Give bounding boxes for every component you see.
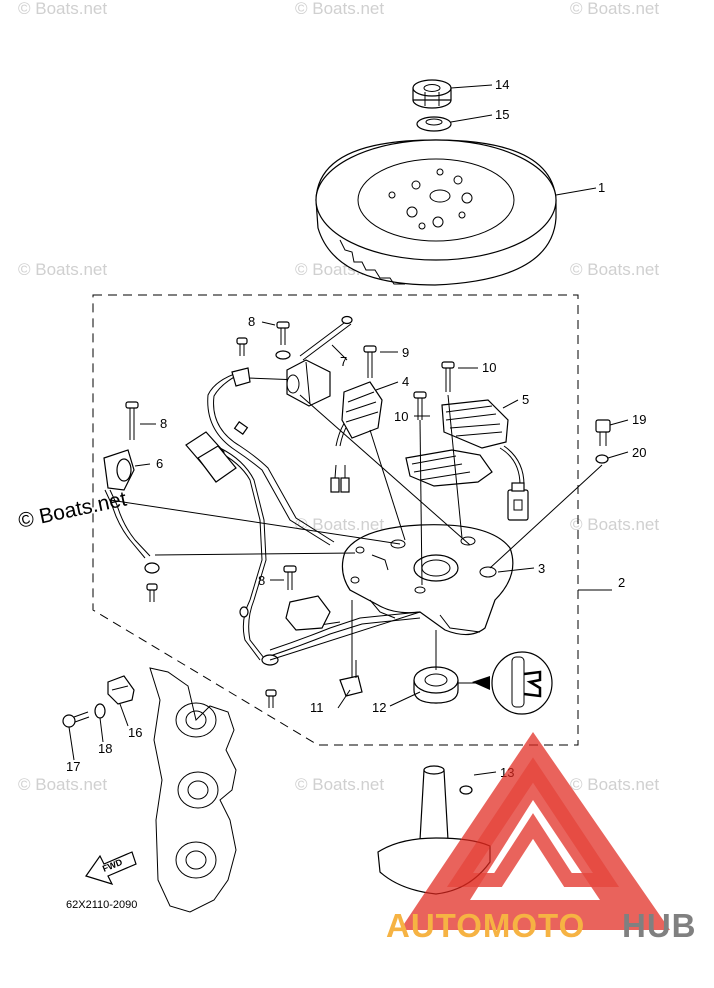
callout-14: 14 [495, 77, 509, 92]
callout-17: 17 [66, 759, 80, 774]
watermark: © Boats.net [570, 260, 659, 279]
callout-6: 6 [156, 456, 163, 471]
bolt [595, 419, 611, 446]
logo-text-hub: HUB [622, 907, 697, 944]
watermark-layer: © Boats.net © Boats.net © Boats.net © Bo… [16, 0, 659, 794]
callout-5: 5 [522, 392, 529, 407]
leader-lines [450, 84, 597, 196]
callout-layer: 14 15 1 8 7 9 4 10 10 5 8 6 19 20 3 2 8 … [66, 77, 646, 780]
oil-seal [413, 666, 459, 704]
callout-9: 9 [402, 345, 409, 360]
callout-2: 2 [618, 575, 625, 590]
ignition-coil [103, 401, 160, 602]
watermark: © Boats.net [295, 0, 384, 18]
connector [507, 482, 529, 521]
terminal [231, 367, 251, 387]
leader-lines [109, 321, 629, 709]
watermark: © Boats.net [570, 775, 659, 794]
connector [330, 477, 350, 493]
leader-lines [68, 703, 497, 776]
watermark: © Boats.net [570, 0, 659, 18]
screw [236, 337, 248, 356]
diagram-code: 62X2110-2090 [66, 899, 137, 911]
flywheel-nut [412, 79, 452, 109]
flywheel [315, 139, 557, 286]
callout-19: 19 [632, 412, 646, 427]
sensor [239, 565, 331, 708]
callout-3: 3 [538, 561, 545, 576]
callout-11: 11 [310, 700, 324, 715]
callout-1: 1 [598, 180, 605, 195]
callout-15: 15 [495, 107, 509, 122]
callout-10: 10 [482, 360, 496, 375]
bracket [107, 675, 135, 705]
brand-logo: AUTOMOTO HUB [386, 732, 697, 944]
callout-16: 16 [128, 725, 142, 740]
callout-18: 18 [98, 741, 112, 756]
callout-20: 20 [632, 445, 646, 460]
callout-8: 8 [258, 573, 265, 588]
logo-text-automoto: AUTOMOTO [386, 907, 585, 944]
bolt [62, 711, 90, 728]
callout-8: 8 [248, 314, 255, 329]
cylinder-block [149, 667, 237, 913]
flywheel-washer [416, 116, 452, 132]
callout-10: 10 [394, 409, 408, 424]
washer [595, 454, 609, 464]
lighting-coil [405, 361, 509, 487]
assembly-boundary [92, 294, 579, 746]
stator-base [341, 524, 514, 636]
charge-coil [341, 345, 383, 439]
seal-detail-icon [458, 651, 553, 715]
cable-clip [339, 660, 363, 697]
callout-8: 8 [160, 416, 167, 431]
connector-plug [185, 421, 249, 483]
watermark: © Boats.net [18, 775, 107, 794]
screw [275, 321, 291, 360]
callout-7: 7 [340, 354, 347, 369]
callout-12: 12 [372, 700, 386, 715]
watermark: © Boats.net [18, 0, 107, 18]
watermark: © Boats.net [18, 260, 107, 279]
callout-4: 4 [402, 374, 409, 389]
pulser-coil [286, 315, 353, 407]
fwd-arrow-icon: FWD [85, 851, 137, 885]
watermark: © Boats.net [295, 515, 384, 534]
watermark: © Boats.net [295, 775, 384, 794]
watermark: © Boats.net [570, 515, 659, 534]
washer [94, 703, 106, 719]
